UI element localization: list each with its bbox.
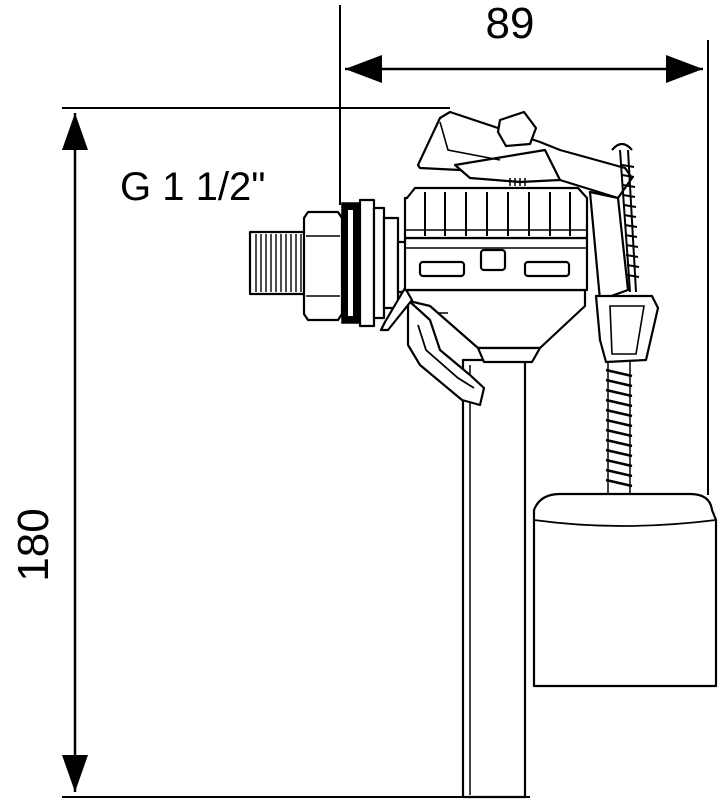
valve-lever xyxy=(416,110,634,200)
dimension-arrow-icon xyxy=(345,55,703,83)
dimension-arrow-icon xyxy=(62,113,88,792)
float-valve-icon xyxy=(248,110,718,799)
thread-size-label: G 1 1/2" xyxy=(120,165,265,209)
float-arm xyxy=(588,142,660,364)
valve-band xyxy=(403,236,589,292)
threaded-inlet xyxy=(248,198,410,328)
valve-body xyxy=(379,286,587,407)
valve-cap xyxy=(403,186,589,240)
dimension-lines: 89 180 G 1 1/2" xyxy=(9,0,709,798)
float-cup xyxy=(532,492,718,688)
height-dimension-label: 180 xyxy=(9,508,58,581)
width-dimension-label: 89 xyxy=(486,0,535,48)
valve-tube xyxy=(461,358,527,799)
adjustment-spring xyxy=(605,362,633,496)
